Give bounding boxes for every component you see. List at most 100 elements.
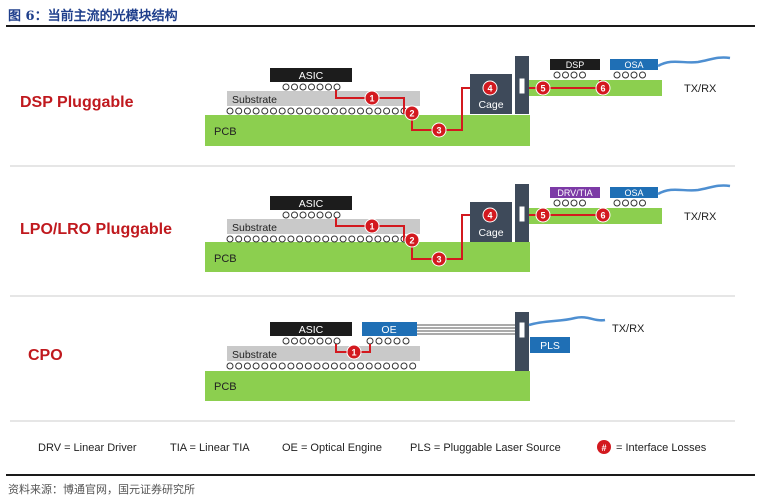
loss-circle bbox=[346, 344, 362, 360]
fiber bbox=[528, 316, 606, 327]
connector-slot bbox=[518, 321, 526, 339]
loss-circle bbox=[404, 105, 420, 121]
solder-ball bbox=[622, 199, 629, 207]
loss-number: 2 bbox=[409, 109, 414, 119]
loss-marker: 5 bbox=[535, 207, 551, 223]
solder-ball bbox=[235, 362, 243, 370]
asic-chip bbox=[270, 322, 352, 336]
pcb-board bbox=[205, 242, 530, 272]
solder-ball bbox=[330, 235, 338, 243]
solder-ball bbox=[365, 107, 373, 115]
solder-ball bbox=[622, 71, 629, 79]
top-rule bbox=[6, 25, 755, 27]
loss-marker: 1 bbox=[364, 90, 380, 106]
legend-pls: PLS = Pluggable Laser Source bbox=[410, 442, 561, 454]
solder-ball bbox=[226, 362, 234, 370]
solder-ball bbox=[299, 83, 307, 91]
solder-ball bbox=[570, 199, 578, 207]
row-label: DSP Pluggable bbox=[20, 94, 134, 111]
osa-chip bbox=[610, 59, 658, 70]
solder-ball bbox=[325, 83, 332, 91]
asic-label: ASIC bbox=[299, 198, 324, 210]
solder-ball bbox=[316, 83, 324, 91]
solder-ball bbox=[366, 337, 374, 345]
substrate-label: Substrate bbox=[232, 94, 277, 106]
asic-chip bbox=[270, 196, 352, 210]
solder-ball bbox=[243, 235, 251, 243]
solder-ball bbox=[402, 337, 410, 345]
loss-number: 5 bbox=[540, 211, 545, 221]
loss-marker: 3 bbox=[431, 122, 447, 138]
solder-ball bbox=[384, 337, 392, 345]
solder-ball bbox=[562, 199, 569, 207]
loss-number: 1 bbox=[369, 222, 374, 232]
connector bbox=[515, 312, 529, 371]
drv-tia-chip bbox=[550, 187, 600, 198]
solder-ball bbox=[333, 83, 341, 91]
solder-ball bbox=[252, 107, 260, 115]
solder-ball bbox=[553, 71, 561, 79]
solder-ball bbox=[383, 362, 391, 370]
solder-ball bbox=[391, 107, 399, 115]
solder-ball bbox=[374, 107, 382, 115]
solder-ball bbox=[278, 235, 286, 243]
solder-ball bbox=[409, 362, 417, 370]
solder-ball bbox=[400, 362, 408, 370]
solder-balls bbox=[226, 235, 417, 243]
solder-balls bbox=[553, 71, 586, 79]
solder-ball bbox=[287, 107, 295, 115]
solder-balls bbox=[553, 199, 586, 207]
solder-ball bbox=[313, 362, 321, 370]
substrate-label: Substrate bbox=[232, 222, 277, 234]
row-lpo-lro-pluggable: LPO/LRO Pluggable PCB Substrate ASIC Cag… bbox=[20, 184, 731, 272]
loss-number: 4 bbox=[487, 84, 492, 94]
pcb-label: PCB bbox=[214, 126, 237, 138]
legend-drv: DRV = Linear Driver bbox=[38, 442, 137, 454]
solder-ball bbox=[282, 83, 290, 91]
fiber bbox=[657, 56, 731, 68]
solder-ball bbox=[252, 362, 260, 370]
loss-marker: 1 bbox=[364, 218, 380, 234]
solder-balls bbox=[282, 211, 341, 219]
solder-ball bbox=[383, 107, 391, 115]
legend-loss-symbol: # bbox=[601, 443, 606, 453]
pcb-label: PCB bbox=[214, 253, 237, 265]
pcb-board bbox=[205, 371, 530, 401]
loss-circle bbox=[482, 207, 498, 223]
solder-ball bbox=[570, 71, 578, 79]
loss-number: 1 bbox=[351, 348, 356, 358]
pcb-label: PCB bbox=[214, 381, 237, 393]
osa-label: OSA bbox=[624, 188, 643, 198]
oe-chip bbox=[362, 322, 417, 336]
loss-number: 3 bbox=[436, 255, 441, 265]
solder-ball bbox=[291, 211, 298, 219]
solder-ball bbox=[261, 107, 269, 115]
solder-ball bbox=[313, 235, 321, 243]
loss-number: 6 bbox=[600, 211, 605, 221]
solder-balls bbox=[366, 337, 410, 345]
solder-balls bbox=[282, 83, 341, 91]
solder-ball bbox=[375, 337, 383, 345]
legend-loss-icon bbox=[597, 440, 611, 454]
solder-ball bbox=[639, 199, 646, 207]
solder-ball bbox=[316, 337, 324, 345]
loss-circle bbox=[595, 80, 611, 96]
solder-ball bbox=[383, 235, 391, 243]
dsp-chip bbox=[550, 59, 600, 70]
oe-label: OE bbox=[381, 324, 396, 336]
solder-ball bbox=[261, 235, 269, 243]
solder-balls bbox=[226, 107, 417, 115]
solder-ball bbox=[357, 107, 364, 115]
loss-marker: 1 bbox=[346, 344, 362, 360]
solder-ball bbox=[333, 211, 341, 219]
solder-ball bbox=[270, 362, 277, 370]
solder-ball bbox=[330, 107, 338, 115]
solder-ball bbox=[553, 199, 561, 207]
loss-circle bbox=[364, 90, 380, 106]
fiber bbox=[657, 184, 731, 196]
solder-ball bbox=[613, 199, 621, 207]
solder-ball bbox=[291, 83, 298, 91]
solder-ball bbox=[365, 362, 373, 370]
solder-ball bbox=[308, 337, 315, 345]
